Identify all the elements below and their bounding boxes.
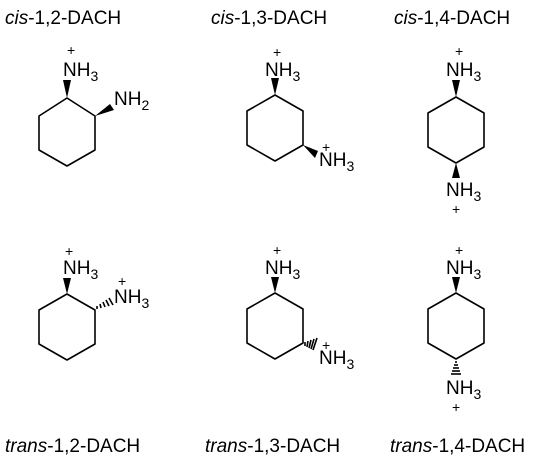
molecule-cis-14: + NH3 NH3 +	[427, 43, 485, 217]
hashed-bond	[451, 361, 461, 375]
amine-group-nh3: NH3	[446, 258, 481, 282]
amine-group-nh3: NH3	[446, 180, 481, 204]
title-trans-13: trans-1,3-DACH	[205, 436, 340, 457]
title-cis-12: cis-1,2-DACH	[5, 8, 121, 29]
amine-group-nh3: NH3	[265, 60, 300, 84]
charge-plus: +	[322, 139, 330, 155]
wedge-bond	[271, 78, 279, 95]
molecule-trans-14: + NH3 NH3 +	[427, 242, 485, 415]
wedge-bond	[452, 80, 460, 97]
charge-plus: +	[322, 337, 330, 353]
amine-group-nh3: NH3	[446, 60, 481, 84]
wedge-bond	[271, 277, 279, 293]
charge-plus: +	[65, 243, 73, 259]
title-trans-14: trans-1,4-DACH	[390, 436, 525, 457]
amine-group-nh3: NH3	[319, 150, 354, 174]
charge-plus: +	[273, 44, 281, 60]
charge-plus: +	[118, 273, 126, 289]
title-cis-13: cis-1,3-DACH	[211, 8, 327, 29]
title-cis-14: cis-1,4-DACH	[394, 8, 510, 29]
charge-plus: +	[273, 242, 281, 258]
charge-plus: +	[455, 242, 463, 258]
hashed-bond	[304, 337, 318, 351]
wedge-bond	[303, 145, 318, 158]
charge-plus: +	[452, 201, 460, 217]
charge-plus: +	[455, 43, 463, 59]
cyclohexane-ring	[38, 97, 96, 167]
amine-group-nh3: NH3	[446, 378, 481, 402]
amine-group-nh3: NH3	[63, 60, 98, 84]
wedge-bond	[452, 277, 460, 293]
amine-group-nh3: NH3	[63, 258, 98, 282]
wedge-bond	[63, 278, 71, 294]
cyclohexane-ring	[38, 293, 96, 361]
cyclohexane-ring	[427, 292, 485, 360]
molecule-cis-12: + NH3 NH2	[38, 42, 149, 167]
molecule-trans-12: + NH3 + NH3	[38, 243, 149, 361]
hashed-bond	[96, 297, 114, 309]
wedge-bond	[95, 104, 114, 116]
cyclohexane-ring	[427, 96, 485, 164]
molecule-trans-13: + NH3 + NH3	[246, 242, 354, 372]
charge-plus: +	[67, 42, 75, 58]
molecule-cis-13: + NH3 + NH3	[246, 44, 354, 174]
amine-group-nh2: NH2	[114, 89, 149, 113]
wedge-bond	[452, 163, 460, 178]
cyclohexane-ring	[246, 292, 304, 360]
amine-group-nh3: NH3	[114, 287, 149, 311]
charge-plus: +	[452, 399, 460, 415]
wedge-bond	[63, 80, 71, 98]
cyclohexane-ring	[246, 94, 304, 162]
amine-group-nh3: NH3	[319, 348, 354, 372]
amine-group-nh3: NH3	[265, 258, 300, 282]
title-trans-12: trans-1,2-DACH	[5, 436, 140, 457]
